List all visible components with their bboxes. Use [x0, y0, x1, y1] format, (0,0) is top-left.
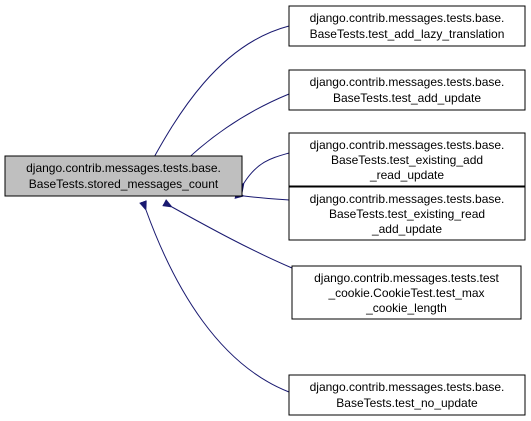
caller-node-line: django.contrib.messages.tests.test [314, 271, 499, 285]
caller-node-line: django.contrib.messages.tests.base. [310, 380, 505, 394]
edge-test-existing-read-add-update [234, 190, 290, 201]
edge-test-add-lazy-translation [138, 25, 290, 182]
caller-node-test-existing-add-read-update[interactable]: django.contrib.messages.tests.base. Base… [288, 132, 526, 187]
caller-node-line: _cookie.CookieTest.test_max [327, 286, 484, 300]
caller-node-line: django.contrib.messages.tests.base. [310, 192, 505, 206]
edge-test-existing-add-read-update [235, 152, 290, 193]
caller-node-line: django.contrib.messages.tests.base. [310, 138, 505, 152]
caller-node-line: _add_update [371, 222, 442, 236]
caller-node-test-max-cookie-length[interactable]: django.contrib.messages.tests.test _cook… [291, 265, 522, 320]
caller-node-line: django.contrib.messages.tests.base. [310, 11, 505, 25]
caller-node-line: django.contrib.messages.tests.base. [310, 75, 505, 89]
caller-node-test-existing-read-add-update[interactable]: django.contrib.messages.tests.base. Base… [288, 186, 526, 241]
caller-node-line: _read_update [369, 168, 444, 182]
root-node-line-2: BaseTests.stored_messages_count [29, 177, 219, 191]
caller-node-line: BaseTests.test_existing_read [329, 207, 485, 221]
edges [138, 25, 293, 393]
edge-test-no-update [139, 200, 290, 393]
caller-node-line: BaseTests.test_add_update [333, 91, 481, 105]
root-node-line-1: django.contrib.messages.tests.base. [26, 161, 221, 175]
caller-node-line: _cookie_length [365, 301, 447, 315]
caller-node-line: BaseTests.test_existing_add [331, 153, 483, 167]
caller-node-line: BaseTests.test_no_update [336, 396, 478, 410]
caller-node-test-add-update[interactable]: django.contrib.messages.tests.base. Base… [288, 69, 526, 111]
caller-node-test-add-lazy-translation[interactable]: django.contrib.messages.tests.base. Base… [288, 5, 526, 47]
root-node[interactable]: django.contrib.messages.tests.base. Base… [4, 155, 243, 197]
edge-test-max-cookie-length [162, 199, 293, 269]
caller-node-line: BaseTests.test_add_lazy_translation [310, 27, 505, 41]
caller-node-test-no-update[interactable]: django.contrib.messages.tests.base. Base… [288, 374, 526, 416]
